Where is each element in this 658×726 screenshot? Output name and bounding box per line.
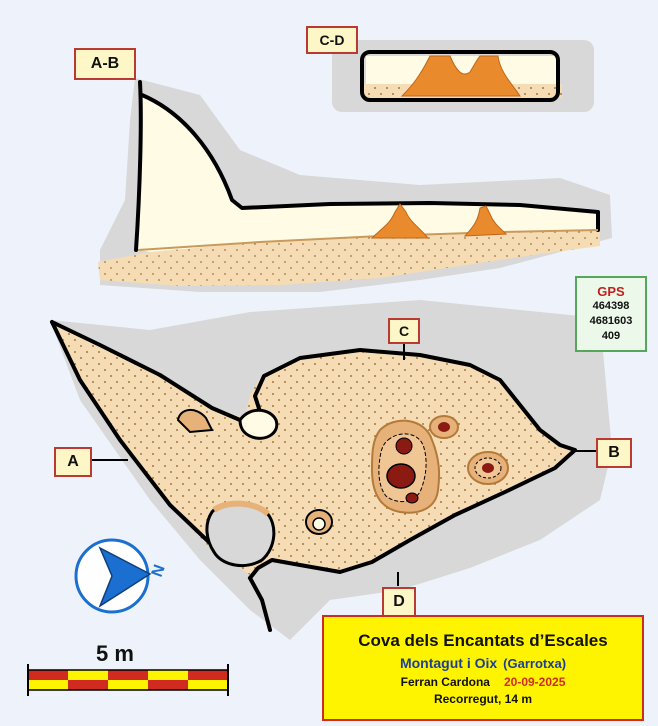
section-ab-stalagmite-1 xyxy=(370,203,430,239)
north-arrow-needle xyxy=(98,546,152,608)
cave-length: Recorregut, 14 m xyxy=(433,691,533,706)
title-block: Cova dels Encantats d’Escales Montagut i… xyxy=(322,615,644,721)
marker-d-label: D xyxy=(382,587,416,617)
plan-pillar-rim xyxy=(212,500,271,517)
north-arrow: N xyxy=(74,538,169,614)
gps-northing: 4681603 xyxy=(589,315,633,327)
section-ab-stalagmite-2 xyxy=(463,205,508,237)
gps-altitude: 409 xyxy=(601,330,621,342)
section-cd-passage xyxy=(366,56,556,84)
section-ab xyxy=(98,78,612,292)
marker-c-label: C xyxy=(388,318,420,344)
north-arrow-letter: N xyxy=(149,563,169,580)
plan-entrance-wall xyxy=(248,576,272,632)
section-cd-label: C-D xyxy=(306,26,358,54)
scale-label: 5 m xyxy=(96,641,134,666)
plan-niche-1 xyxy=(176,409,214,434)
section-cd-outline xyxy=(360,50,560,102)
region: (Garrotxa) xyxy=(503,655,567,671)
author: Ferran Cardona xyxy=(400,674,490,689)
plan-niche-2 xyxy=(238,408,279,440)
plan-stalagmite-cluster xyxy=(370,419,441,514)
marker-b-label: B xyxy=(596,438,632,468)
plan-view xyxy=(50,300,612,640)
plan-stalagmite-top xyxy=(429,415,459,439)
scale-bar xyxy=(27,664,229,696)
cave-name: Cova dels Encantats d’Escales xyxy=(358,630,608,650)
author-line: Ferran Cardona 20-09-2025 xyxy=(401,675,566,689)
municipality: Montagut i Oix xyxy=(399,654,498,671)
gps-easting: 464398 xyxy=(592,300,630,312)
section-ab-ceiling-line xyxy=(134,80,600,252)
marker-a-label: A xyxy=(54,447,92,477)
section-cd xyxy=(332,40,594,112)
plan-stalagmite-small xyxy=(467,451,509,485)
section-ab-label: A-B xyxy=(74,48,136,80)
gps-title: GPS xyxy=(597,284,625,299)
section-cd-speleothems xyxy=(400,55,521,97)
plan-wall-line xyxy=(50,320,577,580)
place-line: Montagut i Oix (Garrotxa) xyxy=(400,655,566,671)
gps-box: GPS 464398 4681603 409 xyxy=(575,276,647,352)
survey-date: 20-09-2025 xyxy=(503,674,566,689)
